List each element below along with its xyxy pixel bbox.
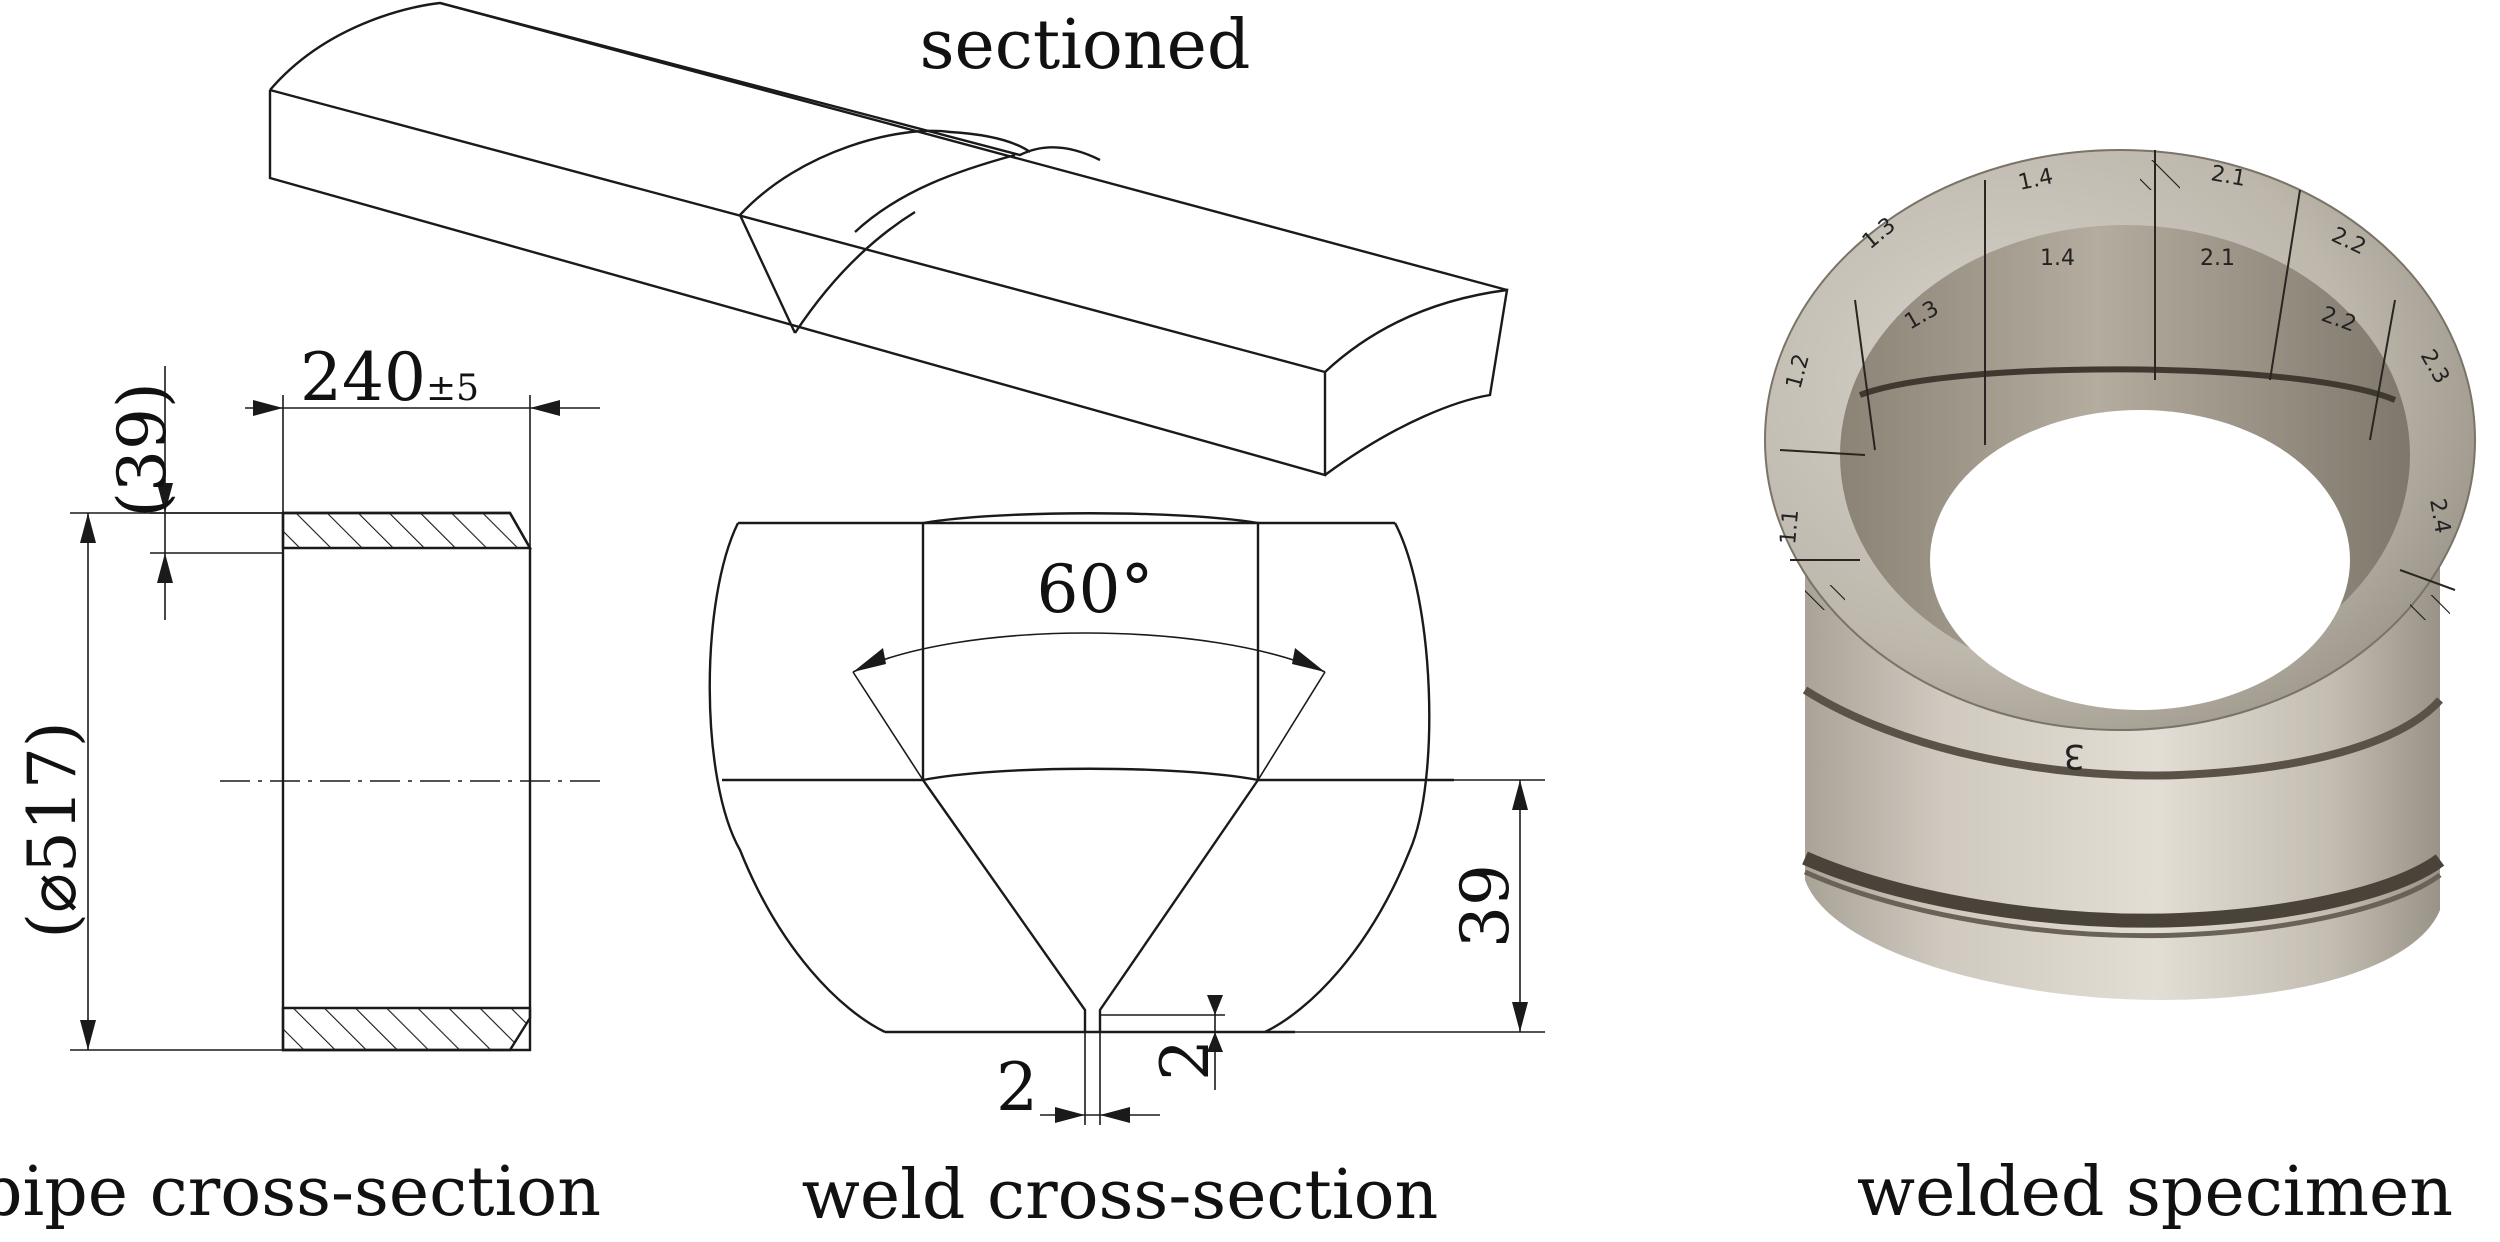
length-dimension: 240±5 [300,339,479,416]
angle-dimension: 60° [1037,551,1154,628]
inner-mark: 1.4 [2040,246,2075,271]
gap-dimension: 2 [996,1049,1038,1126]
depth-dimension: 39 [1447,864,1524,948]
pipe-wall-bottom [281,1006,532,1052]
pipe-wall-top [281,511,533,550]
welded-specimen-photo: 1.4 2.1 2.2 2.3 2.4 1.3 1.2 1.1 1.4 2.1 … [1764,149,2476,1000]
sectioned-block-drawing: sectioned [268,1,1509,477]
side-mark: 3 [2063,736,2085,776]
wall-dimension: (39) [104,382,181,517]
diameter-dimension: (⌀517) [14,721,91,938]
specimen-caption: welded specimen [1857,1153,2453,1232]
rim-mark: 2.4 [2424,497,2455,536]
weld-caption: weld cross-section [802,1156,1439,1235]
weld-bead [1802,851,2445,928]
sectioned-caption: sectioned [920,6,1251,85]
inner-mark: 2.1 [2200,246,2235,271]
pipe-cross-section-drawing: 240±5 (39) (⌀517) [14,339,600,1052]
rim-mark: 1.1 [1776,508,1804,545]
weld-cross-section-drawing: 60° 39 2 2 [708,512,1545,1126]
land-dimension: 2 [1147,1039,1224,1081]
rim-mark: 2.1 [2209,161,2248,192]
pipe-caption: pipe cross-section [0,1153,601,1232]
